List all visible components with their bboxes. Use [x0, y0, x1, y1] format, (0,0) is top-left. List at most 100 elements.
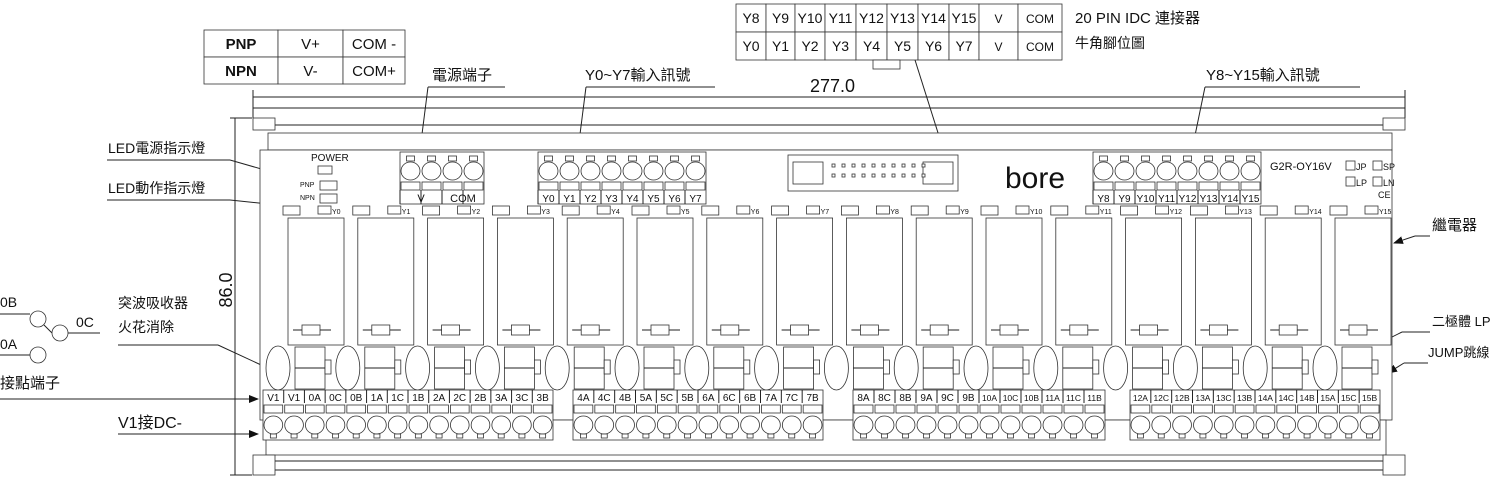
pnp-label: PNP [300, 182, 315, 189]
strip-terminal-label: 9C [941, 393, 954, 404]
table-cell [203, 29, 279, 58]
diode [580, 324, 600, 336]
strip-terminal-label: 10C [1003, 393, 1019, 403]
strip-terminal-label: 6B [744, 393, 757, 404]
terminal-lever [1093, 181, 1114, 191]
table-cell-text: Y2 [801, 38, 818, 54]
terminal-indicator [497, 433, 505, 439]
terminal-label: Y10 [1137, 194, 1155, 205]
terminal-hole [1276, 415, 1297, 435]
switch-label-b: 0B [0, 294, 17, 310]
jumper-tab [952, 359, 960, 375]
terminal-lever [1255, 404, 1276, 414]
jumper-tab [1022, 359, 1030, 375]
strip-terminal-label: 11C [1066, 393, 1081, 403]
terminal-lever [594, 404, 615, 414]
terminal-hole [1234, 415, 1255, 435]
model-label: G2R-OY16V [1270, 161, 1332, 173]
option-indicator [1345, 176, 1356, 187]
terminal-lever [719, 404, 740, 414]
relay [915, 217, 973, 346]
terminal-label: Y11 [1158, 194, 1175, 205]
terminal-hole [387, 415, 408, 435]
terminal-screw-indicator [469, 155, 478, 162]
terminal-hole [408, 415, 429, 435]
table-cell [794, 31, 826, 61]
table-cell-text: COM - [352, 36, 396, 53]
strip-terminal-label: 13A [1195, 393, 1210, 403]
end-clip [1382, 454, 1406, 476]
terminal-hole [284, 415, 304, 435]
table-cell-text: COM [1026, 40, 1054, 54]
terminal-hole [958, 415, 979, 435]
terminal-hole [1063, 415, 1084, 435]
strip-terminal-label: V1 [288, 393, 301, 404]
terminal-screw-indicator [649, 155, 658, 162]
relay [636, 217, 694, 346]
strip-terminal-label: 5C [660, 393, 673, 404]
table-cell-text: Y5 [894, 38, 911, 54]
terminal-indicator [986, 433, 993, 439]
terminal-hole [740, 415, 760, 435]
terminal-screw-indicator [691, 155, 700, 162]
table-cell-text: Y0 [742, 38, 759, 54]
terminal-hole [538, 161, 559, 181]
table-cell-text: Y9 [772, 10, 789, 26]
terminal-indicator [1070, 433, 1077, 439]
terminal-indicator [1049, 433, 1056, 439]
strip-terminal-label: 1A [371, 393, 384, 404]
terminal-indicator [965, 433, 972, 439]
terminal-hole [1297, 415, 1317, 435]
npn-jumper [319, 193, 338, 204]
diode [1139, 324, 1158, 336]
terminal-lever [1084, 404, 1105, 414]
idc-pin [831, 173, 836, 178]
terminal-hole [305, 415, 325, 435]
terminal-indicator [1007, 433, 1014, 439]
terminal-hole [1114, 161, 1135, 181]
terminal-lever [937, 404, 958, 414]
terminal-hole [421, 161, 442, 181]
terminal-screw-indicator [1162, 155, 1171, 162]
terminal-hole [1177, 161, 1198, 181]
terminal-hole [895, 415, 916, 435]
terminal-indicator [621, 433, 629, 439]
terminal-hole [512, 415, 532, 435]
jumper-tab [813, 359, 820, 375]
terminal-lever [740, 404, 760, 414]
action-led [317, 205, 332, 215]
contact-circle [29, 310, 47, 328]
switch-label-a: 0A [0, 336, 18, 352]
terminal-lever [367, 404, 387, 414]
channel-label: Y5 [681, 209, 690, 216]
strip-terminal-label: 3A [495, 393, 508, 404]
terminal-lever [491, 404, 511, 414]
jumper-tab [673, 359, 681, 375]
strip-terminal-label: V1 [267, 393, 280, 404]
diode [301, 324, 321, 336]
terminal-hole [685, 161, 706, 181]
callout-surge-2: 火花消除 [118, 319, 174, 335]
relay-channel: Y1 [335, 205, 415, 391]
terminal-hole [429, 415, 449, 435]
channel-led [561, 205, 580, 216]
switch-label-c: 0C [76, 314, 94, 330]
relay-channel: Y10 [963, 205, 1043, 391]
channel-label: Y12 [1170, 209, 1183, 216]
terminal-hole [643, 161, 664, 181]
terminal-screw-indicator [670, 155, 679, 162]
relay-channel: Y0 [265, 205, 345, 391]
strip-terminal-label: 13B [1237, 393, 1252, 403]
relay-channel: Y14 [1242, 205, 1322, 391]
terminal-indicator [684, 433, 691, 439]
terminal-indicator [373, 433, 381, 439]
surge-absorber [544, 345, 570, 391]
relay [1334, 217, 1392, 346]
surge-absorber [824, 345, 849, 391]
idc-pin [871, 163, 876, 168]
table-cell-text: V+ [301, 36, 320, 53]
terminal-lever [421, 181, 442, 191]
table-cell-text: Y14 [921, 10, 946, 26]
terminal-indicator [767, 433, 775, 439]
